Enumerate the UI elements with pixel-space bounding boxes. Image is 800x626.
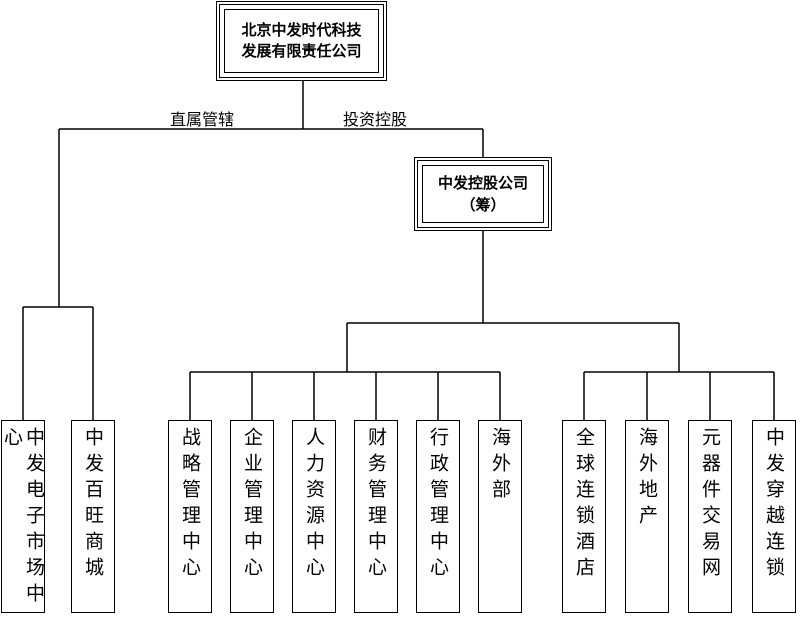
root-company-name-line2: 发展有限责任公司 <box>241 42 362 60</box>
department-box: 企业管理中心 <box>230 420 274 613</box>
subsidiary-label: 海外地产 <box>636 427 658 531</box>
subsidiary-label: 中发穿越连锁 <box>763 427 785 583</box>
edge-label-investment: 投资控股 <box>343 110 408 129</box>
unit-box: 中发电子市场中心 <box>1 420 45 613</box>
root-company-name-line1: 北京中发时代科技 <box>241 21 362 39</box>
subsidiary-box: 元器件交易网 <box>688 420 732 613</box>
root-company-box: 北京中发时代科技 发展有限责任公司 <box>216 1 387 81</box>
edge-label-direct: 直属管辖 <box>170 110 235 129</box>
department-label: 财务管理中心 <box>365 427 387 583</box>
holding-company-box: 中发控股公司 （筹） <box>414 157 552 231</box>
subsidiary-label: 元器件交易网 <box>699 427 721 583</box>
department-box: 行政管理中心 <box>416 420 460 613</box>
department-label: 行政管理中心 <box>427 427 449 583</box>
subsidiary-label: 全球连锁酒店 <box>573 427 595 583</box>
unit-label: 中发电子市场中心 <box>1 427 45 609</box>
department-box: 财务管理中心 <box>354 420 398 613</box>
subsidiary-box: 全球连锁酒店 <box>562 420 606 613</box>
department-label: 人力资源中心 <box>303 427 325 583</box>
unit-label: 中发百旺商城 <box>82 427 104 583</box>
holding-company-name: 中发控股公司 <box>437 174 528 192</box>
unit-box: 中发百旺商城 <box>71 420 115 613</box>
department-label: 海外部 <box>489 427 511 505</box>
subsidiary-box: 海外地产 <box>625 420 669 613</box>
department-box: 海外部 <box>478 420 522 613</box>
subsidiary-box: 中发穿越连锁 <box>752 420 796 613</box>
department-label: 战略管理中心 <box>179 427 201 583</box>
holding-company-note: （筹） <box>460 196 506 214</box>
department-box: 人力资源中心 <box>292 420 336 613</box>
department-box: 战略管理中心 <box>168 420 212 613</box>
department-label: 企业管理中心 <box>241 427 263 583</box>
